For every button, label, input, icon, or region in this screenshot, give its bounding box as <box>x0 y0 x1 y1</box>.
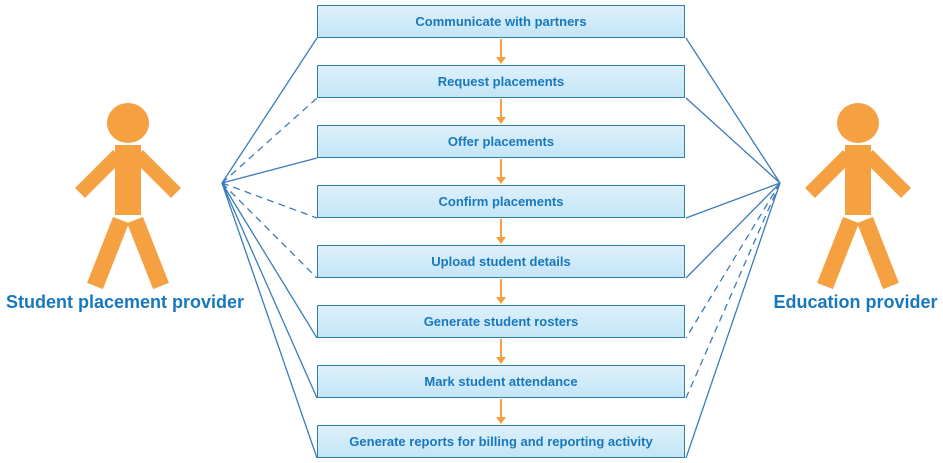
use-case-box-generate-reports: Generate reports for billing and reporti… <box>317 425 685 458</box>
assoc-spp-attendance-solid <box>221 182 318 399</box>
use-case-box-request-placements: Request placements <box>317 65 685 98</box>
assoc-ep-reports-solid <box>685 182 781 459</box>
actor-student-placement-provider-figure <box>75 103 181 290</box>
assoc-spp-communicate-solid <box>221 37 318 184</box>
assoc-spp-request-dashed <box>221 97 318 184</box>
use-case-box-communicate-with-partners: Communicate with partners <box>317 5 685 38</box>
actor-label-education-provider: Education provider <box>773 292 938 312</box>
use-case-label: Generate reports for billing and reporti… <box>349 434 653 449</box>
use-case-label: Mark student attendance <box>424 374 578 389</box>
actor-label-student-placement-provider: Student placement provider <box>5 292 245 312</box>
assoc-spp-offer-solid <box>221 157 318 184</box>
use-case-label: Request placements <box>437 74 565 89</box>
assoc-ep-attendance-dashed <box>685 182 781 399</box>
use-case-box-upload-student-details: Upload student details <box>317 245 685 278</box>
assoc-ep-request-solid <box>685 97 781 184</box>
assoc-spp-reports-solid <box>221 182 318 459</box>
use-case-label: Generate student rosters <box>423 314 579 329</box>
flow-arrow-7 <box>496 399 506 424</box>
flow-arrow-6 <box>496 339 506 364</box>
use-case-box-offer-placements: Offer placements <box>317 125 685 158</box>
assoc-ep-upload-solid <box>685 182 781 279</box>
use-case-box-generate-student-rosters: Generate student rosters <box>317 305 685 338</box>
assoc-spp-rosters-solid <box>221 182 318 339</box>
flow-arrow-3 <box>496 159 506 184</box>
flow-arrow-1 <box>496 39 506 64</box>
flow-arrow-5 <box>496 279 506 304</box>
assoc-ep-communicate-solid <box>685 37 781 184</box>
use-case-label: Offer placements <box>447 134 555 149</box>
actor-education-provider-figure <box>805 103 911 290</box>
use-case-box-confirm-placements: Confirm placements <box>317 185 685 218</box>
use-case-label: Confirm placements <box>438 194 564 209</box>
use-case-label: Upload student details <box>431 254 571 269</box>
flow-arrow-2 <box>496 99 506 124</box>
assoc-ep-confirm-solid <box>685 182 781 219</box>
assoc-spp-confirm-dashed <box>221 182 318 219</box>
assoc-ep-rosters-dashed <box>685 182 781 339</box>
use-case-label: Communicate with partners <box>415 14 587 29</box>
flow-arrow-4 <box>496 219 506 244</box>
use-case-box-mark-student-attendance: Mark student attendance <box>317 365 685 398</box>
assoc-spp-upload-dashed <box>221 182 318 279</box>
